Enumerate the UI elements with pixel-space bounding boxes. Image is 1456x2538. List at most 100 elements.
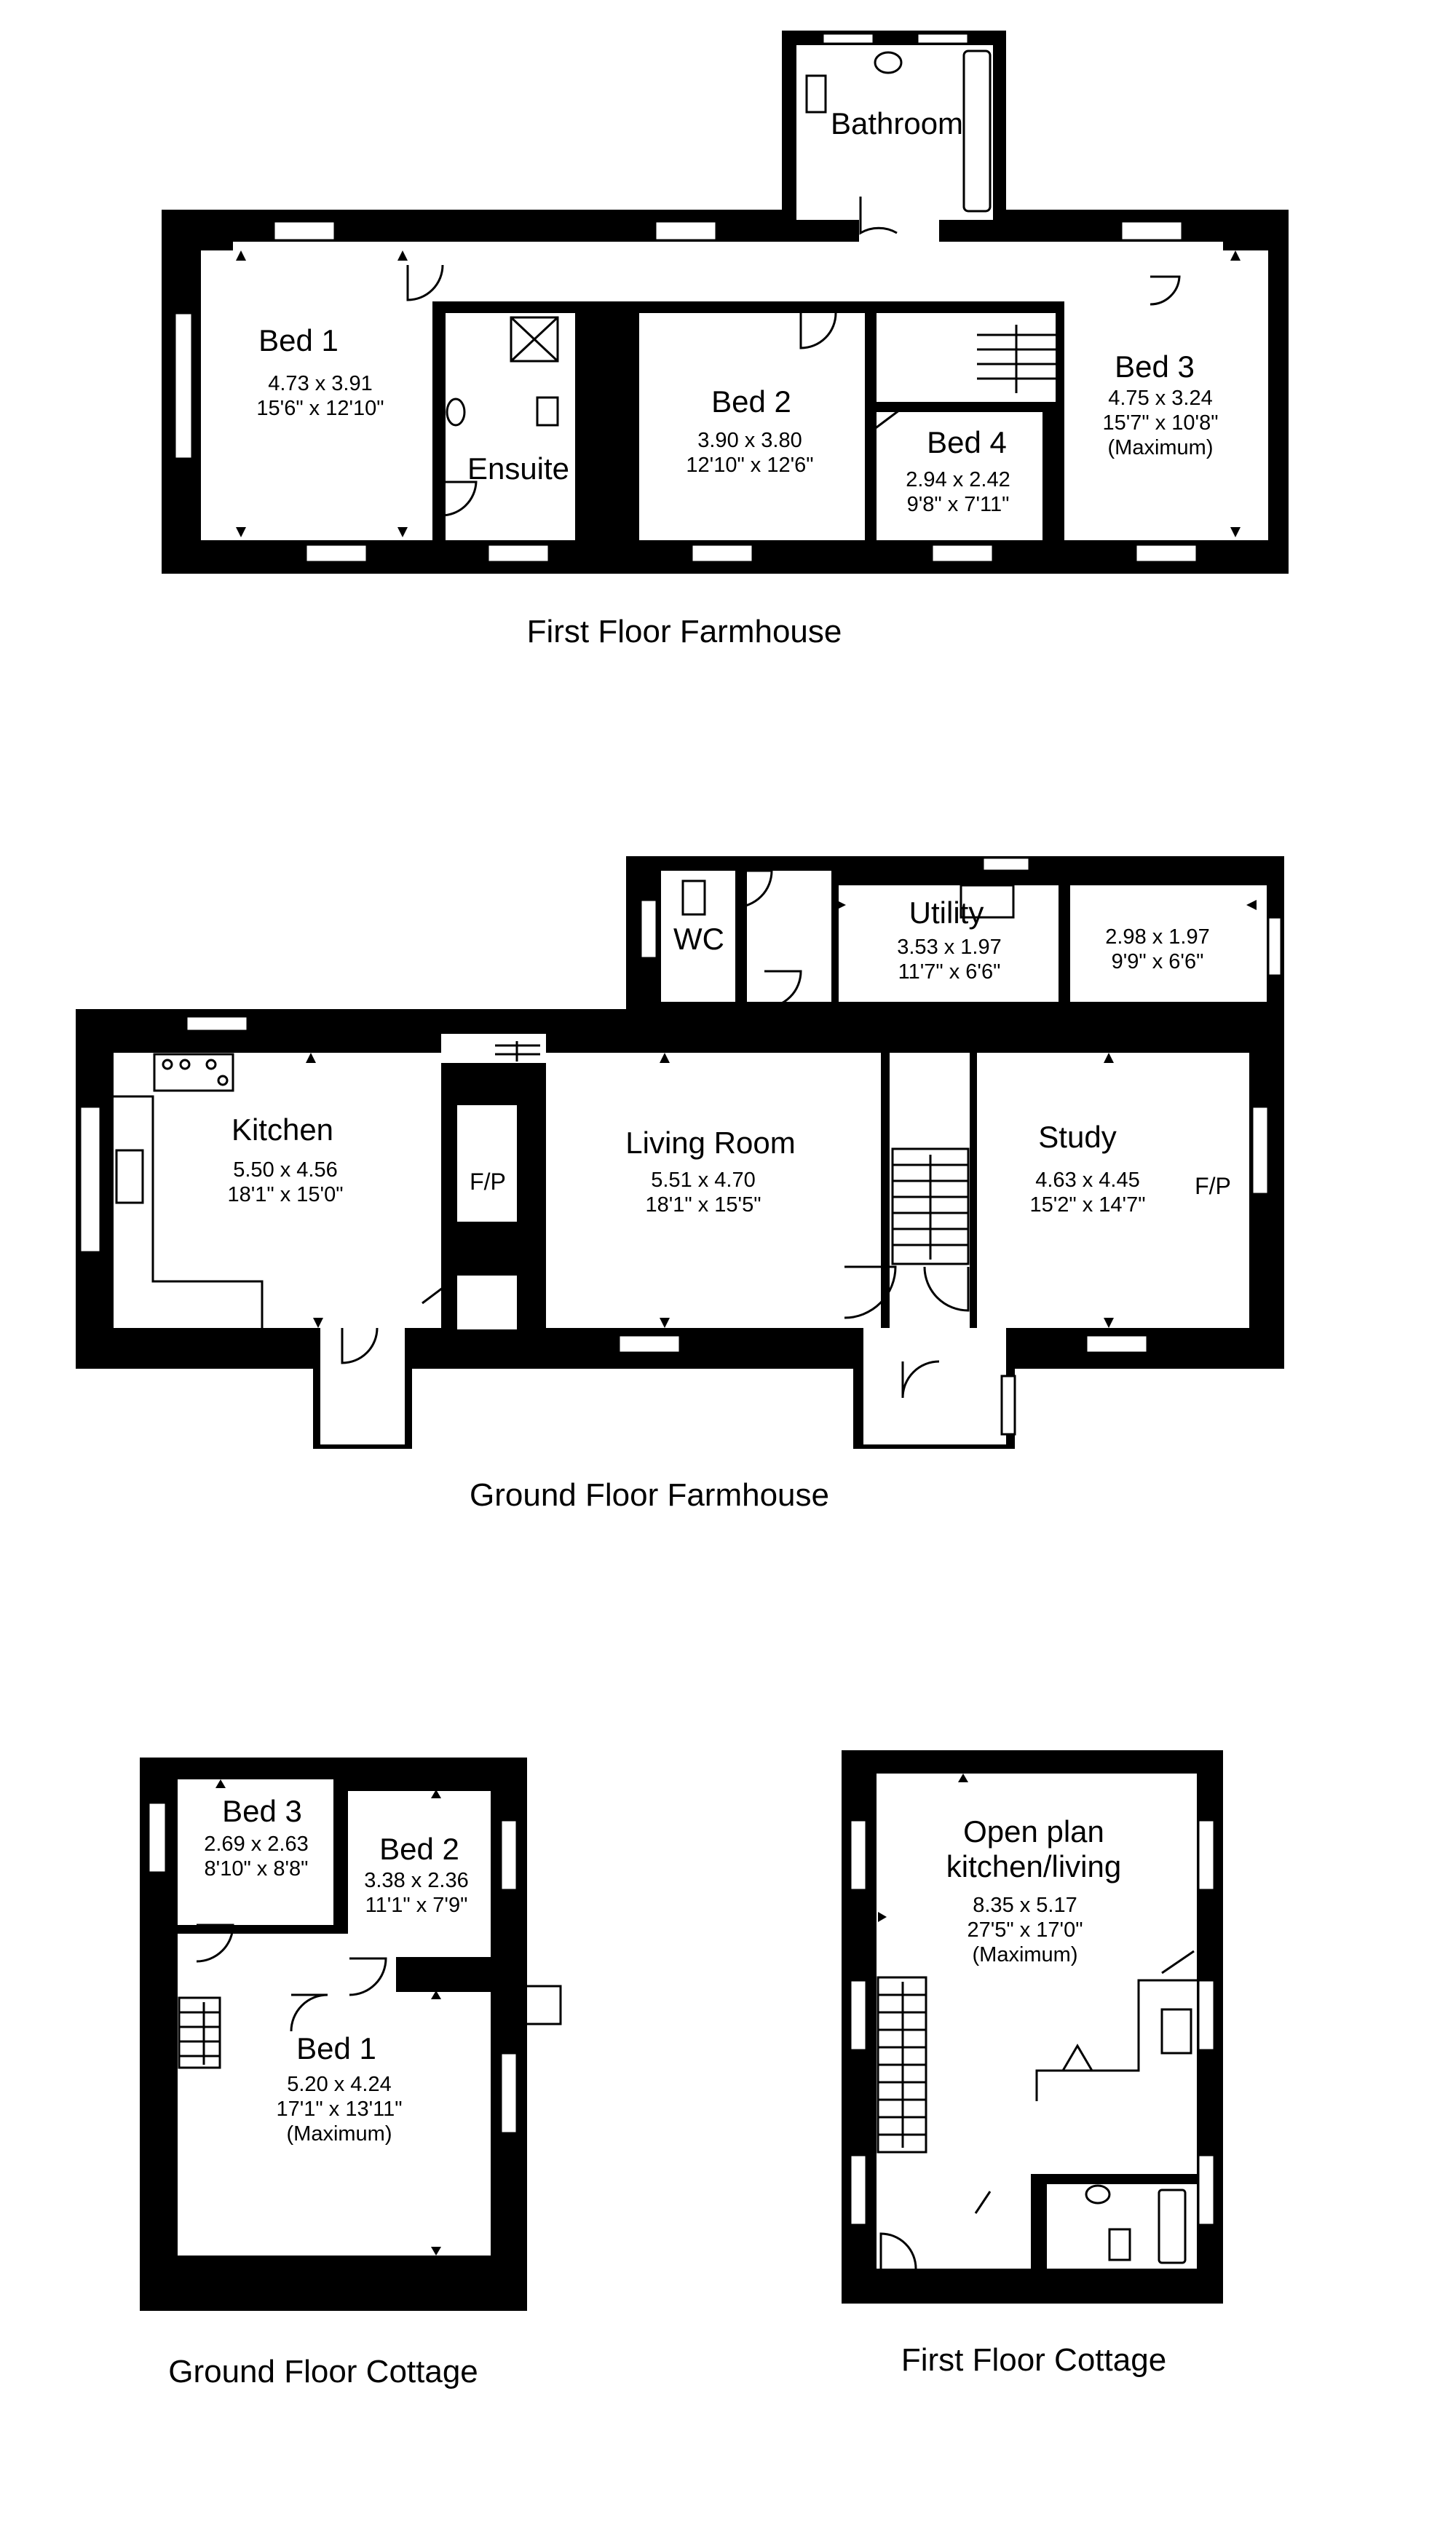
cupboard <box>987 2191 1028 2242</box>
door <box>879 2232 917 2269</box>
door <box>349 1957 387 1996</box>
room-dimension: (Maximum) <box>1108 436 1214 459</box>
window <box>821 32 875 45</box>
ground-floor-farmhouse: WC Utility 3.53 x 1.97 11'7" x 6'6" 2.98… <box>76 856 1284 1513</box>
room-dimension: 9'8" x 7'11" <box>907 493 1010 516</box>
room-store <box>1070 885 1267 1002</box>
room-dimension: 8.35 x 5.17 <box>973 1894 1077 1917</box>
window <box>1000 1375 1016 1436</box>
room-bed-1 <box>201 250 432 540</box>
toilet <box>805 74 827 114</box>
basin <box>446 398 466 427</box>
window <box>1197 2154 1216 2226</box>
room-dimension: 15'7" x 10'8" <box>1102 411 1218 435</box>
room-dimension: 15'2" x 14'7" <box>1029 1193 1145 1217</box>
room-dimension: 5.51 x 4.70 <box>651 1169 756 1192</box>
floor-title: Ground Floor Farmhouse <box>470 1477 829 1513</box>
room-dimension: 9'9" x 6'6" <box>1112 950 1204 973</box>
stairs <box>877 1976 927 2154</box>
ground-floor-cottage: Bed 3 2.69 x 2.63 8'10" x 8'8" Bed 2 3.3… <box>140 1758 562 2389</box>
bathtub <box>962 50 992 213</box>
door <box>859 197 898 235</box>
room-name: Study <box>1038 1120 1116 1154</box>
room-dimension: 11'1" x 7'9" <box>365 1894 468 1917</box>
door <box>923 1266 970 1312</box>
window <box>916 32 970 45</box>
floor-title: First Floor Farmhouse <box>527 614 842 649</box>
landing-cupboard <box>877 313 977 402</box>
room-dimension: 2.69 x 2.63 <box>204 1833 309 1856</box>
room-name: Bed 2 <box>379 1832 459 1866</box>
door <box>440 481 478 517</box>
room-dimension: 4.73 x 3.91 <box>268 372 373 395</box>
room-dimension: 27'5" x 17'0" <box>967 1918 1083 1942</box>
window <box>654 220 718 242</box>
room-dimension: 12'10" x 12'6" <box>686 454 813 477</box>
door <box>341 1327 379 1364</box>
fireplace-label: F/P <box>470 1169 506 1195</box>
room-name: Bed 1 <box>258 323 339 357</box>
room-name: Bed 2 <box>711 384 791 419</box>
room-bathroom <box>796 45 993 220</box>
room-dimension: 3.53 x 1.97 <box>897 936 1002 959</box>
door <box>901 1360 940 1399</box>
window <box>1197 1979 1216 2052</box>
window <box>486 543 550 564</box>
window <box>1120 220 1184 242</box>
room-cottage-bed-3 <box>178 1779 333 1925</box>
first-floor-cottage: Open plan kitchen/living 8.35 x 5.17 27'… <box>842 1750 1223 2378</box>
room-name: Bed 1 <box>296 2031 376 2065</box>
room-dimension: 15'6" x 12'10" <box>256 397 384 420</box>
room-name: Bed 4 <box>927 425 1007 459</box>
basin <box>1085 2184 1111 2205</box>
room-name: Utility <box>909 896 984 930</box>
cottage-hallway <box>178 1934 396 1992</box>
door <box>1161 1950 1195 1974</box>
door <box>873 406 903 431</box>
door <box>974 2191 992 2214</box>
door <box>290 1993 328 2032</box>
room-name: Bed 3 <box>222 1794 302 1828</box>
kitchen-units <box>1035 1979 1197 2101</box>
room-dimension: 5.20 x 4.24 <box>287 2073 392 2096</box>
window <box>147 1801 167 1874</box>
room-utility <box>839 885 1059 1002</box>
room-name: Bathroom <box>831 106 963 141</box>
window <box>304 543 368 564</box>
sink <box>960 884 1015 919</box>
first-floor-farmhouse: Bathroom Bed 1 4.73 x 3.91 15'6" x 12'10… <box>162 31 1289 649</box>
door <box>844 1265 897 1319</box>
room-name: Ensuite <box>467 451 569 486</box>
window <box>849 1819 868 1891</box>
chimney-breast <box>457 1105 517 1222</box>
room-bed-2 <box>639 313 865 540</box>
room-dimension: 8'10" x 8'8" <box>205 1857 309 1881</box>
window <box>981 856 1031 872</box>
window <box>1251 1105 1270 1195</box>
toilet <box>1108 2228 1131 2261</box>
kitchen-porch <box>320 1328 405 1444</box>
window <box>499 1819 518 1891</box>
ensuite-wall <box>575 313 628 540</box>
window <box>1085 1334 1149 1354</box>
window <box>272 220 336 242</box>
room-living-room <box>546 1053 881 1328</box>
room-dimension: (Maximum) <box>287 2122 392 2146</box>
room-name: Kitchen <box>232 1112 333 1147</box>
window <box>617 1334 681 1354</box>
door <box>196 1924 234 1963</box>
window <box>849 1979 868 2052</box>
stairs <box>977 325 1056 393</box>
door <box>735 869 773 909</box>
room-dimension: 4.63 x 4.45 <box>1035 1169 1140 1192</box>
room-name: Living Room <box>625 1126 795 1160</box>
door <box>1061 2044 1093 2071</box>
window <box>930 543 994 564</box>
sink <box>1160 2008 1192 2055</box>
room-dimension: 3.38 x 2.36 <box>364 1869 469 1892</box>
window <box>690 543 754 564</box>
door <box>799 312 837 349</box>
floor-title: First Floor Cottage <box>901 2342 1166 2378</box>
room-name: kitchen/living <box>946 1849 1121 1883</box>
